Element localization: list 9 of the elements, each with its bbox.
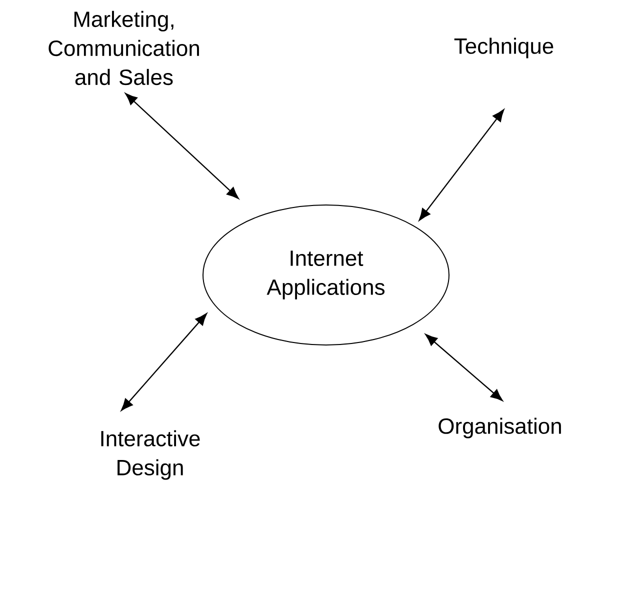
text-label: Marketing, Communication and Sales	[48, 10, 199, 86]
arrow	[125, 93, 239, 199]
arrow	[418, 109, 504, 221]
arrow	[120, 313, 208, 411]
arrow	[425, 334, 503, 402]
text-label: Interactive Design	[101, 430, 200, 480]
text-label: Organisation	[438, 418, 561, 438]
ellipse-node: Internet Applications	[202, 204, 450, 346]
text-label: Technique	[454, 38, 554, 58]
